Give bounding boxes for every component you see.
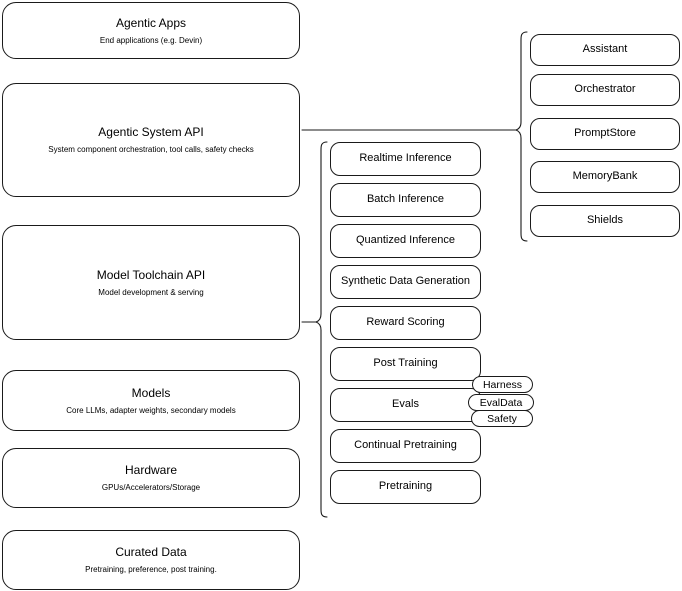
system-component-promptstore[interactable]: PromptStore: [530, 118, 680, 150]
layer-title: Agentic Apps: [115, 15, 187, 30]
toolchain-item-reward-scoring[interactable]: Reward Scoring: [330, 306, 481, 340]
layer-title: Models: [131, 385, 171, 400]
toolchain-item-continual-pretraining[interactable]: Continual Pretraining: [330, 429, 481, 463]
toolchain-item-synthetic-data-generation[interactable]: Synthetic Data Generation: [330, 265, 481, 299]
layer-subtitle: System component orchestration, tool cal…: [48, 145, 254, 154]
system-component-memorybank[interactable]: MemoryBank: [530, 161, 680, 193]
layer-title: Agentic System API: [98, 125, 204, 139]
toolchain-item-label: Realtime Inference: [359, 152, 452, 165]
toolchain-item-batch-inference[interactable]: Batch Inference: [330, 183, 481, 217]
brace-toolchain: [315, 141, 328, 518]
toolchain-item-realtime-inference[interactable]: Realtime Inference: [330, 142, 481, 176]
system-component-label: Shields: [586, 214, 624, 227]
evals-tag-harness[interactable]: Harness: [472, 376, 533, 393]
toolchain-item-evals[interactable]: Evals: [330, 388, 481, 422]
system-component-assistant[interactable]: Assistant: [530, 34, 680, 66]
toolchain-item-label: Synthetic Data Generation: [340, 275, 471, 288]
toolchain-item-label: Evals: [392, 398, 419, 411]
toolchain-item-label: Reward Scoring: [366, 316, 445, 329]
layer-card-curated-data[interactable]: Curated Data Pretraining, preference, po…: [2, 530, 300, 590]
evals-tag-label: Safety: [487, 412, 517, 425]
layer-card-hardware[interactable]: Hardware GPUs/Accelerators/Storage: [2, 448, 300, 508]
system-component-shields[interactable]: Shields: [530, 205, 680, 237]
toolchain-item-label: Post Training: [373, 357, 438, 370]
evals-tag-safety[interactable]: Safety: [471, 410, 533, 427]
layer-subtitle: End applications (e.g. Devin): [99, 35, 203, 45]
system-component-label: Assistant: [582, 43, 628, 56]
system-component-label: MemoryBank: [572, 170, 638, 183]
system-component-label: Orchestrator: [574, 83, 636, 96]
toolchain-item-label: Batch Inference: [366, 193, 445, 206]
toolchain-item-label: Quantized Inference: [355, 234, 456, 247]
toolchain-item-label: Continual Pretraining: [354, 439, 457, 452]
layer-subtitle: Core LLMs, adapter weights, secondary mo…: [66, 405, 236, 415]
layer-title: Model Toolchain API: [96, 267, 206, 282]
layer-card-agentic-apps[interactable]: Agentic Apps End applications (e.g. Devi…: [2, 2, 300, 59]
layer-card-agentic-system-api[interactable]: Agentic System API System component orch…: [2, 83, 300, 197]
system-component-label: PromptStore: [574, 127, 636, 140]
layer-title: Hardware: [124, 463, 178, 477]
toolchain-item-label: Pretraining: [378, 480, 433, 493]
evals-tag-evaldata[interactable]: EvalData: [468, 394, 534, 411]
evals-tag-label: EvalData: [479, 396, 523, 409]
layer-subtitle: Model development & serving: [98, 287, 204, 297]
layer-subtitle: Pretraining, preference, post training.: [85, 565, 217, 574]
layer-card-models[interactable]: Models Core LLMs, adapter weights, secon…: [2, 370, 300, 431]
toolchain-item-quantized-inference[interactable]: Quantized Inference: [330, 224, 481, 258]
toolchain-item-post-training[interactable]: Post Training: [330, 347, 481, 381]
evals-tag-label: Harness: [482, 378, 523, 391]
brace-system-components: [515, 31, 528, 242]
layer-card-model-toolchain-api[interactable]: Model Toolchain API Model development & …: [2, 225, 300, 340]
system-component-orchestrator[interactable]: Orchestrator: [530, 74, 680, 106]
toolchain-item-pretraining[interactable]: Pretraining: [330, 470, 481, 504]
layer-title: Curated Data: [115, 545, 187, 559]
layer-subtitle: GPUs/Accelerators/Storage: [101, 483, 201, 492]
